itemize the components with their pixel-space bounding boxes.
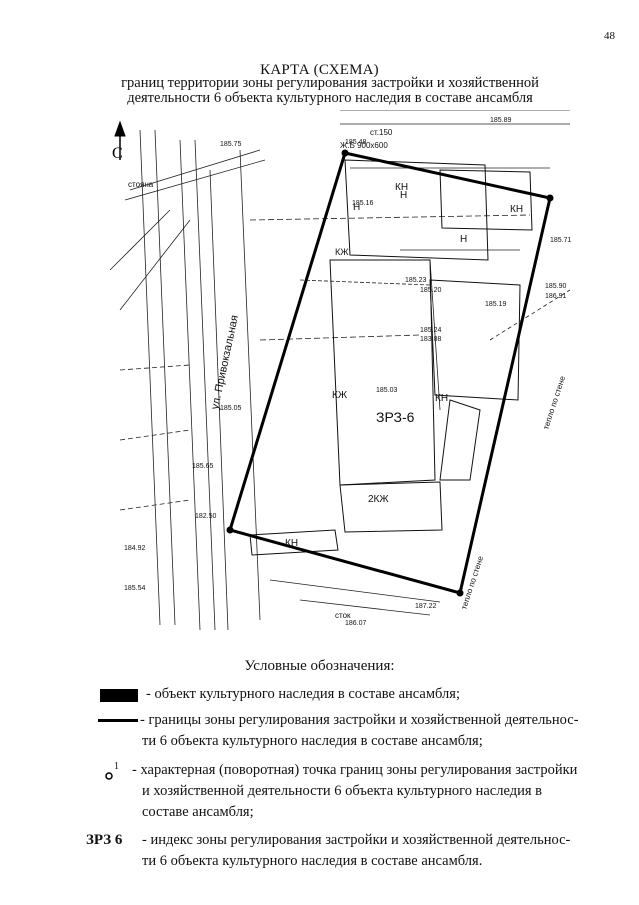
boundary-point-marker — [546, 194, 554, 202]
legend-item-heritage-object: - объект культурного наследия в составе … — [96, 684, 602, 706]
building-label: КН — [435, 393, 448, 404]
buildings — [249, 159, 533, 556]
boundary-point-marker — [341, 149, 349, 157]
legend-text: - границы зоны регулирования застройки и… — [140, 712, 579, 728]
street-small-label: ст.150 — [370, 128, 393, 137]
north-arrow: С — [112, 120, 126, 162]
zone-label: ЗРЗ-6 — [376, 409, 415, 425]
side-note: тепло по стене — [541, 374, 567, 430]
legend-text-continuation: и хозяйственной деятельности 6 объекта к… — [142, 783, 543, 799]
zone-boundary-swatch — [98, 719, 138, 722]
legend-item-zone-index: ЗРЗ 6 - индекс зоны регулирования застро… — [86, 830, 602, 874]
turning-point-superscript: 1 — [114, 761, 119, 772]
legend-text: - характерная (поворотная) точка границ … — [132, 762, 578, 778]
elevation-mark: 185.23 — [405, 277, 427, 284]
boundary-point-marker — [226, 526, 234, 534]
elevation-mark: 183.88 — [420, 336, 442, 343]
building-label: КН — [395, 182, 408, 193]
map-subtitle: границ территории зоны регулирования зас… — [100, 76, 560, 106]
building-label: Н — [460, 234, 467, 245]
elevation-mark: 182.50 — [195, 513, 217, 520]
elevation-mark: 185.24 — [420, 327, 442, 334]
street-label: ул. Привокзальная — [209, 314, 241, 411]
turning-point-icon — [105, 772, 113, 780]
legend-text: - индекс зоны регулирования застройки и … — [142, 832, 571, 848]
legend-text-continuation: ти 6 объекта культурного наследия в сост… — [142, 853, 483, 869]
zone-boundary — [226, 149, 554, 597]
building-label: 2КЖ — [368, 494, 389, 505]
elevation-mark: 184.92 — [124, 545, 146, 552]
subtitle-line-1: границ территории зоны регулирования зас… — [121, 75, 539, 91]
elevation-mark: 186.07 — [345, 620, 367, 627]
street-small-label: Ж.Б 900х600 — [340, 141, 388, 150]
legend: - объект культурного наследия в составе … — [86, 684, 602, 874]
legend-text-continuation: составе ансамбля; — [142, 804, 254, 820]
elevation-mark: 185.65 — [192, 463, 214, 470]
building-label: Н — [353, 202, 360, 213]
elevation-mark: 185.90 — [545, 283, 567, 290]
building-label: КЖ — [332, 390, 348, 401]
elevation-mark: 185.89 — [490, 117, 512, 124]
subtitle-line-2: деятельности 6 объекта культурного насле… — [127, 90, 533, 106]
elevation-mark: 185.71 — [550, 237, 572, 244]
heritage-object-swatch — [100, 689, 138, 702]
building-label: КН — [285, 538, 298, 549]
elevation-mark: 185.48 — [345, 139, 367, 146]
legend-text: - объект культурного наследия в составе … — [146, 686, 460, 702]
building-label: КЖ — [335, 247, 349, 257]
elevation-mark: 185.54 — [124, 585, 146, 592]
page-number: 48 — [604, 30, 615, 42]
elevation-mark: 186.91 — [545, 293, 567, 300]
elevation-mark: 185.75 — [220, 141, 242, 148]
boundary-point-marker — [456, 589, 464, 597]
survey-linework — [109, 110, 571, 631]
elevation-mark: 185.03 — [376, 387, 398, 394]
map-title: КАРТА (СХЕМА) — [260, 62, 379, 78]
legend-heading: Условные обозначения: — [244, 658, 395, 674]
elevation-mark: 185.05 — [220, 405, 242, 412]
elevation-mark: 185.16 — [352, 200, 374, 207]
elevation-mark: 185.19 — [485, 301, 507, 308]
svg-text:С: С — [112, 145, 123, 162]
elevation-mark: 187.22 — [415, 603, 437, 610]
site-plan-map: С — [109, 110, 572, 631]
street-small-label: сток — [335, 611, 351, 620]
elevation-mark: 185.20 — [420, 287, 442, 294]
legend-item-turning-point: 1 - характерная (поворотная) точка грани… — [96, 760, 602, 826]
building-label: Н — [400, 190, 407, 201]
building-label: КН — [510, 204, 523, 215]
street-small-label: стояна — [128, 180, 154, 189]
legend-text-continuation: ти 6 объекта культурного наследия в сост… — [142, 733, 483, 749]
legend-item-zone-boundary: - границы зоны регулирования застройки и… — [96, 710, 602, 754]
zone-index-symbol: ЗРЗ 6 — [86, 832, 123, 848]
